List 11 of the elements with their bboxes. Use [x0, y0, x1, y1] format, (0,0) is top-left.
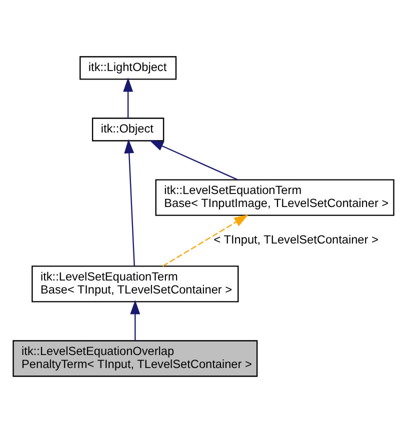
arrow	[123, 77, 134, 118]
arrow	[124, 138, 135, 266]
node-box: itk::Object	[92, 117, 164, 141]
node-box: itk::LevelSetEquationOverlap PenaltyTerm< TInput, TLevelSetContainer >	[12, 340, 258, 376]
arrow	[130, 300, 140, 340]
node-box: itk::LevelSetEquationTerm Base< TInput, TLevelSetContainer >	[32, 265, 239, 302]
node-box: itk::LevelSetEquationTerm Base< TInputImage, TLevelSetContainer >	[155, 178, 394, 216]
node-box: itk::LightObject	[80, 56, 177, 80]
edge-label: < TInput, TLevelSetContainer >	[214, 232, 378, 246]
arrow	[149, 140, 238, 180]
arrow	[162, 214, 248, 266]
